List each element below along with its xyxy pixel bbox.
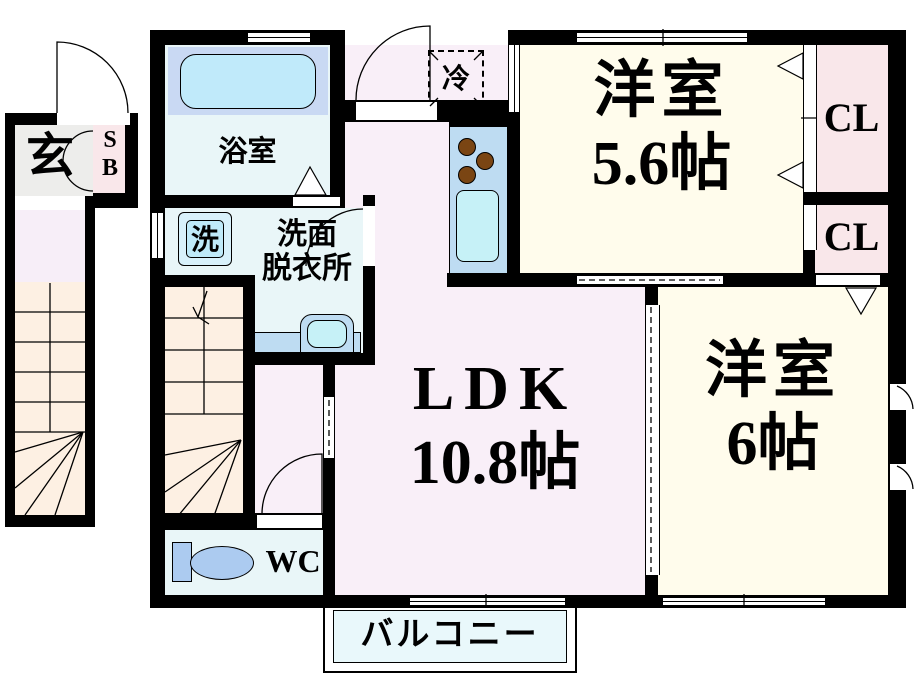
entrance-door-arc <box>56 41 129 114</box>
room-balcony <box>333 610 567 663</box>
washroom-label-line1: 洗面 <box>277 218 337 251</box>
ldk-size: 10.8帖 <box>409 429 581 498</box>
washroom-label-line2: 脱衣所 <box>262 251 352 285</box>
stove-burner <box>458 138 476 156</box>
balcony-label: バルコニー <box>360 617 540 653</box>
sliding-door <box>323 397 335 458</box>
shoe-box <box>93 125 125 193</box>
wall <box>449 113 508 127</box>
wall <box>803 250 815 287</box>
opening <box>15 196 85 210</box>
room-56-name: 洋室 <box>593 57 730 125</box>
stove-burner <box>458 166 476 184</box>
ldk-label: LDK 10.8帖 <box>345 352 645 501</box>
window <box>151 213 164 258</box>
casement-window <box>890 383 906 411</box>
window <box>508 45 520 112</box>
balcony-window <box>410 597 565 606</box>
wall <box>323 530 335 608</box>
entrance-door-opening <box>57 113 130 125</box>
shoe-box-label: SB <box>101 127 118 181</box>
kitchen-sink <box>456 190 499 262</box>
genkan-label: 玄 <box>25 130 74 183</box>
stair-landing <box>15 210 85 282</box>
wall <box>150 30 165 608</box>
room-6-name: 洋室 <box>704 337 841 405</box>
closet-1-label: CL <box>823 95 880 140</box>
wall <box>165 275 255 287</box>
bathtub <box>180 54 316 109</box>
window <box>663 597 825 606</box>
vanity-basin <box>307 320 347 348</box>
sliding-door <box>577 275 723 285</box>
toilet-tank <box>172 542 192 582</box>
closet-door-opening <box>816 275 880 285</box>
inside-stairs <box>165 287 243 515</box>
window <box>577 32 747 43</box>
refrigerator-label: 冷 <box>441 64 470 95</box>
wall <box>250 353 375 365</box>
washer-label: 洗 <box>190 225 219 256</box>
casement-window <box>890 463 906 491</box>
closet-2-label: CL <box>823 214 880 259</box>
closet-2 <box>815 205 888 273</box>
wall <box>330 30 345 208</box>
unit-door-opening <box>356 102 437 120</box>
washroom-door-opening <box>363 206 375 266</box>
toilet-bowl <box>190 546 254 580</box>
room-56-size: 5.6帖 <box>591 130 732 199</box>
bathroom-door-opening <box>293 197 340 206</box>
room-6-size: 6帖 <box>726 410 820 479</box>
wc-door-opening <box>257 515 322 528</box>
window <box>248 32 310 43</box>
wc-label: WC <box>265 543 321 579</box>
room-6-label: 洋室 6帖 <box>658 335 888 481</box>
bathroom-label: 浴室 <box>218 136 277 168</box>
closet-1 <box>815 45 888 192</box>
washroom-label: 洗面 脱衣所 <box>243 218 371 286</box>
wall <box>803 192 888 205</box>
wall <box>888 30 906 608</box>
wall <box>243 275 255 520</box>
outside-stairs <box>15 282 85 515</box>
room-56-label: 洋室 5.6帖 <box>520 55 803 201</box>
ldk-name: LDK <box>412 355 578 423</box>
stove-burner <box>476 152 494 170</box>
washing-machine-tub <box>186 220 224 258</box>
